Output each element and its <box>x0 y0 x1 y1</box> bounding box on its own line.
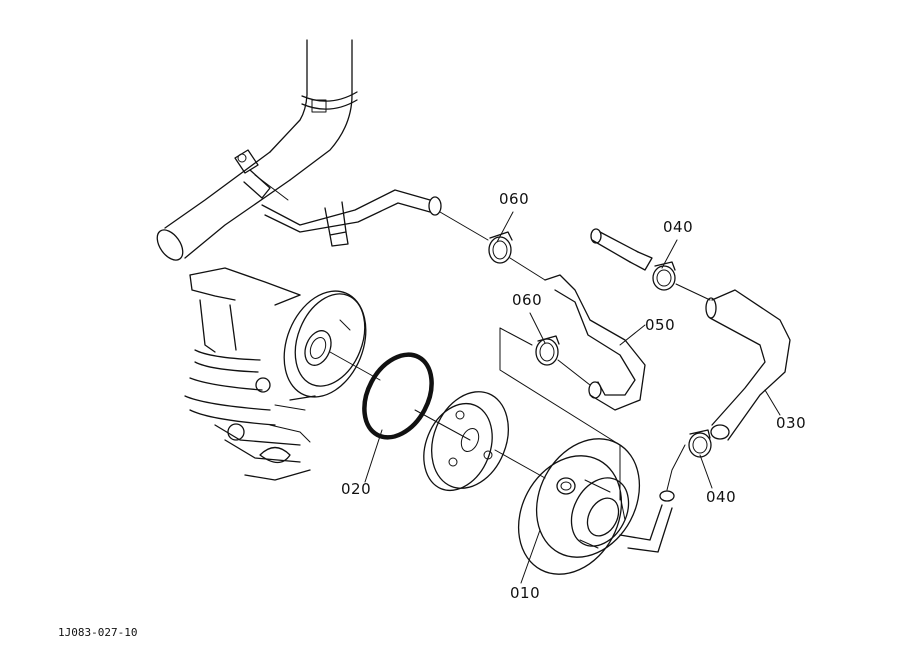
label-040-top: 040 <box>663 218 694 236</box>
clamp-060-middle <box>535 335 560 366</box>
clamp-040-bottom <box>688 429 712 458</box>
clamp-040-top <box>652 261 676 291</box>
label-030: 030 <box>776 414 807 432</box>
hose-030 <box>705 289 791 441</box>
o-ring-020 <box>362 352 434 440</box>
oil-cooler-010 <box>517 438 675 575</box>
filter-mount-flange <box>274 290 367 401</box>
engine-block <box>184 267 311 481</box>
callout-leaders <box>364 211 781 584</box>
upper-pipe-assembly <box>156 39 442 261</box>
adapter-plate <box>423 391 509 492</box>
label-010: 010 <box>510 584 541 602</box>
label-050: 050 <box>645 316 676 334</box>
hose-050 <box>544 274 646 411</box>
tube-connector <box>590 228 653 271</box>
label-060-top: 060 <box>499 190 530 208</box>
clamp-060-top <box>488 231 513 264</box>
label-060-middle: 060 <box>512 291 543 309</box>
assembly-lines <box>329 211 711 501</box>
drawing-code: 1J083-027-10 <box>58 626 138 639</box>
label-020: 020 <box>341 480 372 498</box>
label-040-bottom: 040 <box>706 488 737 506</box>
